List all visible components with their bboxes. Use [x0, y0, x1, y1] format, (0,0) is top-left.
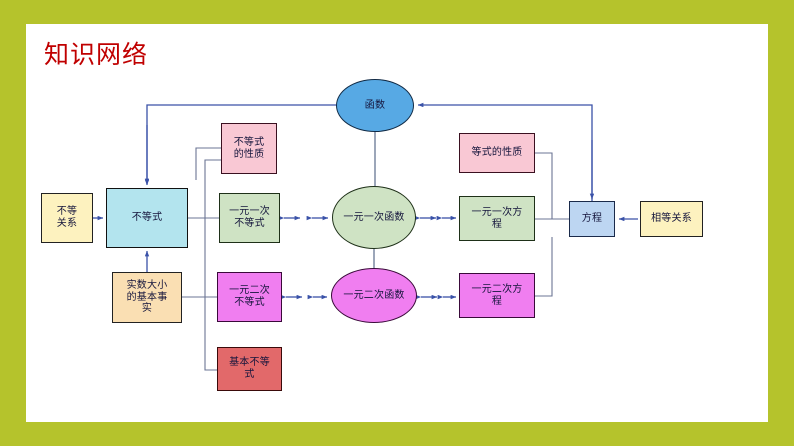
node-yiyuan-erci-hanshu[interactable]: 一元二次函数 [331, 268, 417, 323]
node-label: 一元二次 不等式 [229, 285, 270, 308]
node-buqing-guanxi[interactable]: 不等 关系 [41, 193, 93, 243]
node-hanshu[interactable]: 函数 [336, 79, 414, 132]
page-title: 知识网络 [44, 40, 149, 69]
node-yiyuan-yici-buqingshi[interactable]: 一元一次 不等式 [219, 193, 280, 243]
node-label: 函数 [364, 99, 386, 111]
node-label: 实数大小 的基本事 实 [126, 279, 168, 315]
node-label: 一元二次方 程 [471, 283, 523, 307]
node-label: 不等式 [131, 212, 163, 224]
node-label: 相等关系 [651, 213, 692, 225]
node-yiyuan-yici-fangcheng[interactable]: 一元一次方 程 [459, 196, 535, 241]
node-buqingshi[interactable]: 不等式 [106, 188, 188, 248]
node-yiyuan-erci-buqingshi[interactable]: 一元二次 不等式 [217, 272, 282, 322]
node-yiyuan-yici-hanshu[interactable]: 一元一次函数 [332, 186, 416, 249]
node-label: 一元一次 不等式 [229, 206, 270, 229]
node-buqingshi-xingzhi[interactable]: 不等式 的性质 [221, 123, 277, 174]
node-label: 等式的性质 [471, 147, 523, 159]
node-label: 不等 关系 [56, 206, 78, 229]
node-fangcheng[interactable]: 方程 [569, 201, 615, 237]
node-label: 一元一次方 程 [471, 206, 523, 230]
node-label: 不等式 的性质 [233, 136, 265, 160]
node-shishu-daxiao[interactable]: 实数大小 的基本事 实 [112, 272, 182, 323]
node-label: 一元一次函数 [343, 211, 405, 223]
node-label: 一元二次函数 [343, 289, 405, 301]
node-yiyuan-erci-fangcheng[interactable]: 一元二次方 程 [459, 273, 535, 318]
node-label: 方程 [581, 213, 603, 225]
node-xiangdeng-guanxi[interactable]: 相等关系 [640, 201, 703, 237]
node-label: 基本不等 式 [229, 357, 270, 380]
node-jiben-buqingshi[interactable]: 基本不等 式 [217, 347, 282, 391]
node-dengshi-xingzhi[interactable]: 等式的性质 [459, 133, 535, 173]
